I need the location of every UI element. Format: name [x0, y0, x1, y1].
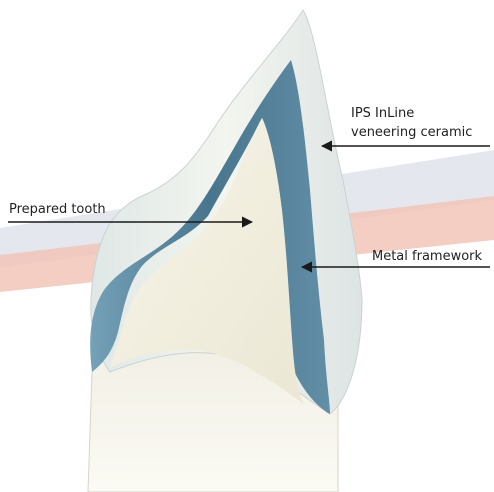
veneering-ceramic-label-line2: veneering ceramic: [351, 123, 472, 142]
metal-framework-label: Metal framework: [372, 247, 482, 266]
veneering-ceramic-label-line1: IPS InLine: [351, 104, 472, 123]
prepared-tooth-label: Prepared tooth: [9, 200, 106, 219]
veneering-ceramic-label: IPS InLine veneering ceramic: [351, 104, 472, 142]
